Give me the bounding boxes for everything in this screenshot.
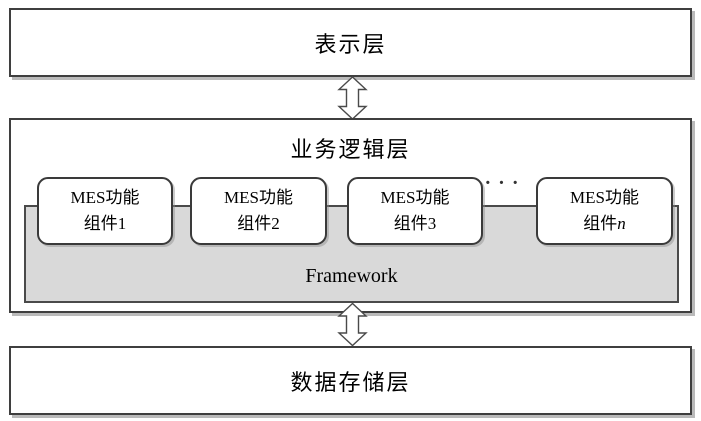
updown-arrow-icon	[334, 76, 371, 120]
component-label-line1: MES功能	[570, 188, 639, 207]
component-label-line2: 组件3	[393, 214, 437, 233]
component-label-line2: 组件1	[83, 214, 127, 233]
mes-component-box-2: MES功能 组件2	[190, 177, 327, 245]
data-layer-box: 数据存储层	[9, 346, 692, 415]
ellipsis-dots: ···	[484, 172, 526, 194]
component-label-line2: 组件n	[583, 214, 626, 233]
data-layer-label: 数据存储层	[290, 369, 411, 395]
component-label-line2: 组件2	[237, 214, 280, 233]
component-label-line1: MES功能	[224, 188, 293, 207]
updown-arrow-icon	[334, 302, 371, 347]
business-layer-label: 业务逻辑层	[290, 137, 411, 162]
framework-label: Framework	[305, 265, 398, 287]
mes-component-box-n: MES功能 组件n	[536, 177, 673, 245]
component-label-line1: MES功能	[380, 188, 450, 207]
presentation-layer-label: 表示层	[314, 31, 387, 57]
component-label-line1: MES功能	[70, 188, 140, 207]
presentation-layer-box: 表示层	[9, 8, 692, 77]
mes-component-box-3: MES功能 组件3	[347, 177, 483, 245]
mes-component-box-1: MES功能 组件1	[37, 177, 173, 245]
